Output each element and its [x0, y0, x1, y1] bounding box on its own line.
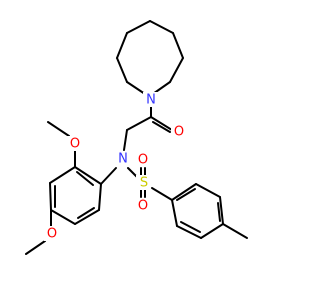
atom-label-n-azepane: N	[143, 92, 158, 108]
sulfur-atom: S	[140, 176, 148, 191]
oxygen-atom: O	[174, 125, 184, 140]
oxygen-atom: O	[70, 137, 80, 152]
oxygen-atom: O	[138, 199, 148, 214]
toluene-ring	[171, 183, 248, 239]
amide-linker	[123, 103, 173, 151]
atom-label-o-carbonyl: O	[171, 124, 186, 140]
atom-label-o-methoxy-top: O	[67, 136, 82, 152]
nitrogen-atom: N	[118, 152, 128, 167]
methoxy-groups	[25, 121, 76, 255]
molecule-structure-diagram: N O N S O O O O	[25, 20, 248, 255]
atom-label-o-sulfonyl-bottom: O	[136, 198, 151, 214]
oxygen-atom: O	[47, 227, 57, 242]
nitrogen-atom: N	[146, 93, 156, 108]
atom-label-s-sulfonyl: S	[136, 175, 151, 191]
atom-label-o-methoxy-bottom: O	[44, 226, 59, 242]
atom-label-n-sulfonamide: N	[115, 151, 130, 167]
atom-label-o-sulfonyl-top: O	[136, 152, 151, 168]
oxygen-atom: O	[138, 153, 148, 168]
dimethoxyphenyl-ring	[49, 166, 117, 225]
azepane-ring	[116, 20, 184, 97]
